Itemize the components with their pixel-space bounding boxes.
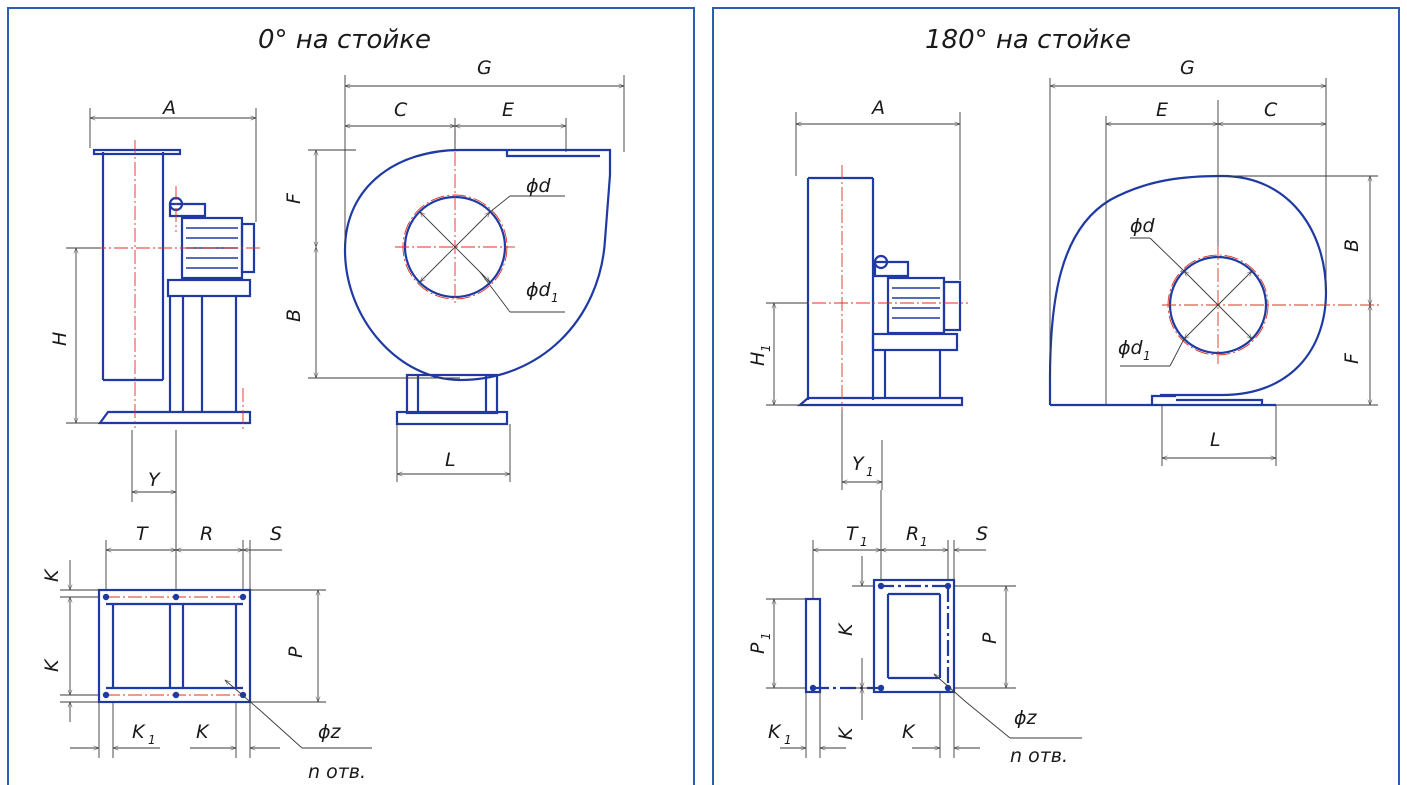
left-label-K-mid: K (41, 658, 63, 672)
right-label-K-bottom: K (902, 721, 916, 743)
right-label-R1-sub: 1 (920, 535, 928, 549)
right-label-C: C (1264, 99, 1278, 121)
left-label-K1-sub: 1 (148, 733, 156, 747)
right-front-elevation (1048, 78, 1380, 466)
left-label-H: H (49, 332, 71, 346)
left-label-d: ϕd (526, 175, 552, 197)
left-label-K-bottom: K (196, 721, 210, 743)
right-view-title: 180° на стойке (925, 25, 1131, 55)
left-label-K-top: K (41, 568, 63, 582)
right-label-E: E (1156, 99, 1168, 121)
right-label-H1-sub: 1 (759, 344, 773, 352)
right-label-H1: H (747, 352, 769, 366)
right-label-P1-sub: 1 (759, 632, 773, 640)
left-label-holes: n отв. (308, 761, 366, 783)
right-label-A: A (870, 97, 885, 119)
left-label-z: ϕz (318, 721, 342, 743)
right-label-P: P (979, 632, 1001, 644)
left-side-elevation (66, 108, 262, 502)
right-label-P1: P (747, 642, 769, 654)
left-label-d1: ϕd (526, 279, 552, 301)
left-label-E: E (502, 99, 514, 121)
right-label-S: S (976, 523, 988, 545)
right-label-Y1-sub: 1 (866, 465, 874, 479)
right-label-holes: n отв. (1010, 745, 1068, 767)
right-label-d1: ϕd (1118, 337, 1144, 359)
right-plan-view (766, 490, 1082, 758)
right-label-d1-sub: 1 (1143, 349, 1151, 363)
left-label-K1: K (132, 721, 146, 743)
right-label-L: L (1210, 429, 1221, 451)
left-label-C: C (394, 99, 408, 121)
left-label-L: L (445, 449, 456, 471)
right-label-d: ϕd (1130, 215, 1156, 237)
left-label-A: A (161, 97, 176, 119)
right-label-B: B (1341, 239, 1363, 252)
left-label-F: F (283, 192, 305, 204)
right-label-G: G (1180, 57, 1195, 79)
left-view-title: 0° на стойке (258, 25, 431, 55)
left-label-T: T (136, 523, 149, 545)
right-label-R1: R (906, 523, 919, 545)
right-side-elevation (766, 112, 968, 490)
right-label-K1: K (768, 721, 782, 743)
left-label-Y: Y (148, 469, 161, 491)
right-label-T1: T (846, 523, 859, 545)
left-label-B: B (283, 309, 305, 322)
right-label-F: F (1341, 352, 1363, 364)
right-label-T1-sub: 1 (860, 535, 868, 549)
left-sheet-frame (7, 7, 695, 785)
left-view: 0° на стойке (41, 25, 625, 783)
right-label-K1-sub: 1 (784, 733, 792, 747)
left-plan-view (60, 500, 372, 758)
left-label-d1-sub: 1 (551, 291, 559, 305)
right-label-Y1: Y (852, 453, 865, 475)
left-label-R: R (200, 523, 213, 545)
right-sheet-frame (712, 7, 1400, 785)
right-view: 180° на стойке (747, 25, 1380, 767)
right-label-K-mid: K (835, 622, 857, 636)
left-label-P: P (285, 646, 307, 658)
right-label-z: ϕz (1014, 707, 1038, 729)
left-label-S: S (270, 523, 282, 545)
right-label-K-low: K (835, 726, 857, 740)
left-label-G: G (477, 57, 492, 79)
left-front-elevation (308, 75, 625, 482)
